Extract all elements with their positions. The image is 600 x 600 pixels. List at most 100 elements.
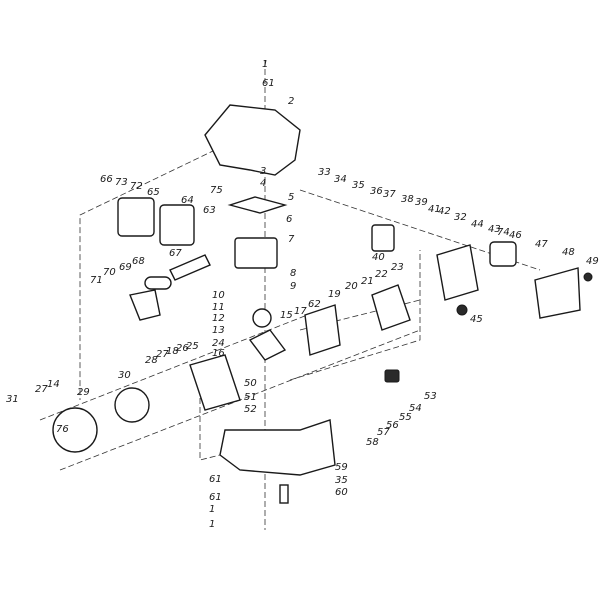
carburetor xyxy=(371,224,395,252)
part-number-label: 2 xyxy=(288,96,294,107)
part-number-label: 54 xyxy=(409,403,422,414)
filter-cover xyxy=(534,267,581,319)
part-number-label: 1 xyxy=(209,504,215,515)
part-number-label: 58 xyxy=(366,437,379,448)
part-number-label: 56 xyxy=(386,420,399,431)
throttle-bracket xyxy=(129,289,161,321)
part-number-label: 64 xyxy=(181,195,194,206)
filter-frame xyxy=(489,241,517,267)
part-number-label: 60 xyxy=(335,487,348,498)
part-number-label: 9 xyxy=(290,281,296,292)
crankcase-left xyxy=(189,354,241,411)
part-number-label: 39 xyxy=(415,197,428,208)
part-number-label: 30 xyxy=(118,370,131,381)
part-number-label: 20 xyxy=(345,281,358,292)
part-number-label: 14 xyxy=(47,379,60,390)
part-number-label: 76 xyxy=(56,424,69,435)
nut-49 xyxy=(583,272,593,282)
air-box xyxy=(436,244,479,301)
part-number-label: 41 xyxy=(428,204,441,215)
part-number-label: 49 xyxy=(586,256,599,267)
part-number-label: 4 xyxy=(260,178,266,189)
part-number-label: 59 xyxy=(335,462,348,473)
part-number-label: 12 xyxy=(212,313,225,324)
part-number-label: 16 xyxy=(212,348,225,359)
part-number-label: 48 xyxy=(562,247,575,258)
part-number-label: 17 xyxy=(294,306,307,317)
flywheel xyxy=(114,387,150,423)
muffler xyxy=(159,204,195,246)
part-number-label: 74 xyxy=(497,227,510,238)
part-number-label: 21 xyxy=(361,276,374,287)
part-number-label: 66 xyxy=(100,174,113,185)
part-number-label: 8 xyxy=(290,268,296,279)
part-number-label: 69 xyxy=(119,262,132,273)
part-number-label: 50 xyxy=(244,378,257,389)
part-number-label: 46 xyxy=(509,230,522,241)
bracket-60 xyxy=(279,484,289,504)
part-number-label: 37 xyxy=(383,189,396,200)
part-number-label: 71 xyxy=(90,275,103,286)
crankshaft xyxy=(248,329,287,361)
part-number-label: 52 xyxy=(244,404,257,415)
part-number-label: 22 xyxy=(375,269,388,280)
part-number-label: 3 xyxy=(260,166,266,177)
part-number-label: 27 xyxy=(35,384,48,395)
part-number-label: 53 xyxy=(424,391,437,402)
part-number-label: 51 xyxy=(244,392,257,403)
part-number-label: 38 xyxy=(401,194,414,205)
tank-cap xyxy=(384,369,400,383)
part-number-label: 25 xyxy=(186,341,199,352)
part-number-label: 1 xyxy=(209,519,215,530)
part-number-label: 55 xyxy=(399,412,412,423)
piston xyxy=(252,308,272,328)
starter-housing xyxy=(52,407,98,453)
part-number-label: 32 xyxy=(454,212,467,223)
part-number-label: 35 xyxy=(335,475,348,486)
part-number-label: 11 xyxy=(212,302,225,313)
part-number-label: 35 xyxy=(352,180,365,191)
part-number-label: 7 xyxy=(288,234,295,245)
gasket xyxy=(227,196,288,214)
part-number-label: 19 xyxy=(328,289,341,300)
part-number-label: 68 xyxy=(132,256,145,267)
heat-shield xyxy=(169,254,211,281)
part-number-label: 57 xyxy=(377,427,390,438)
part-number-label: 73 xyxy=(115,177,128,188)
part-number-label: 23 xyxy=(391,262,404,273)
part-number-label: 44 xyxy=(471,219,484,230)
part-number-label: 27 xyxy=(156,349,169,360)
part-number-label: 1 xyxy=(262,59,268,70)
part-number-label: 15 xyxy=(280,310,293,321)
part-number-label: 61 xyxy=(209,492,222,503)
part-number-label: 5 xyxy=(288,192,294,203)
handle-pad xyxy=(144,276,172,290)
part-number-label: 42 xyxy=(438,206,451,217)
part-number-label: 62 xyxy=(308,299,321,310)
cylinder xyxy=(234,237,278,269)
parts xyxy=(52,104,593,504)
part-number-label: 61 xyxy=(262,78,275,89)
part-number-label: 72 xyxy=(130,181,143,192)
engine-cover xyxy=(204,104,301,176)
part-number-label: 34 xyxy=(334,174,347,185)
part-number-label: 18 xyxy=(166,346,179,357)
fuel-tank xyxy=(219,419,336,476)
part-number-label: 43 xyxy=(488,224,501,235)
part-number-label: 65 xyxy=(147,187,160,198)
part-number-label: 61 xyxy=(209,474,222,485)
part-number-label: 33 xyxy=(318,167,331,178)
part-number-label: 36 xyxy=(370,186,383,197)
part-number-label: 67 xyxy=(169,248,182,259)
part-number-label: 24 xyxy=(212,338,225,349)
part-number-label: 28 xyxy=(145,355,158,366)
part-number-label: 10 xyxy=(212,290,225,301)
filter-ball xyxy=(456,304,468,316)
part-number-label: 63 xyxy=(203,205,216,216)
part-number-label: 6 xyxy=(286,214,292,225)
part-number-label: 47 xyxy=(535,239,548,250)
part-number-label: 31 xyxy=(6,394,19,405)
